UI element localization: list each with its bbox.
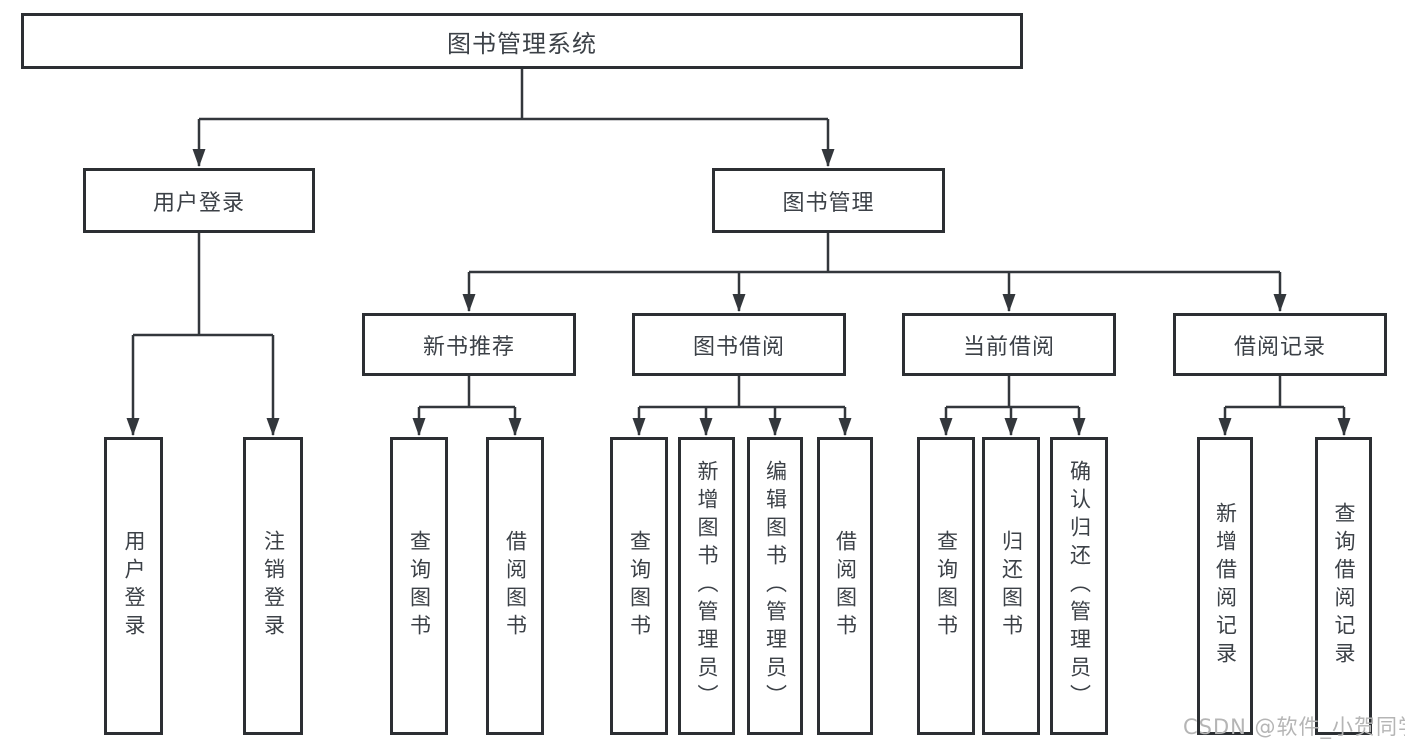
leaf-return-books: 归还图书 bbox=[982, 437, 1040, 735]
csdn-watermark: CSDN @软件_小贺同学 bbox=[1183, 715, 1405, 739]
leaf-borrow-books-borrowing: 借阅图书 bbox=[817, 437, 873, 735]
leaf-borrow-books-recommend: 借阅图书 bbox=[486, 437, 544, 735]
leaf-add-book-admin: 新增图书（管理员） bbox=[678, 437, 735, 735]
leaf-edit-book-admin: 编辑图书（管理员） bbox=[747, 437, 803, 735]
node-book-management-module: 图书管理 bbox=[712, 168, 945, 233]
leaf-query-books-current: 查询图书 bbox=[917, 437, 975, 735]
leaf-label: 编辑图书（管理员） bbox=[763, 460, 788, 712]
leaf-label: 归还图书 bbox=[999, 530, 1024, 642]
node-book-borrowing: 图书借阅 bbox=[632, 313, 846, 376]
leaf-query-books-borrowing: 查询图书 bbox=[610, 437, 668, 735]
node-user-login-module: 用户登录 bbox=[83, 168, 315, 233]
leaf-label: 查询图书 bbox=[934, 530, 959, 642]
leaf-label: 注销登录 bbox=[261, 530, 286, 642]
leaf-add-borrow-record: 新增借阅记录 bbox=[1197, 437, 1253, 735]
leaf-label: 借阅图书 bbox=[503, 530, 528, 642]
node-borrowing-records: 借阅记录 bbox=[1173, 313, 1387, 376]
leaf-label: 新增借阅记录 bbox=[1213, 502, 1238, 670]
leaf-label: 查询图书 bbox=[407, 530, 432, 642]
node-current-borrowing: 当前借阅 bbox=[902, 313, 1116, 376]
node-library-management-system: 图书管理系统 bbox=[21, 13, 1023, 69]
leaf-confirm-return-admin: 确认归还（管理员） bbox=[1050, 437, 1108, 735]
leaf-label: 借阅图书 bbox=[833, 530, 858, 642]
leaf-query-books-recommend: 查询图书 bbox=[390, 437, 448, 735]
leaf-logout: 注销登录 bbox=[243, 437, 303, 735]
node-new-book-recommendation: 新书推荐 bbox=[362, 313, 576, 376]
leaf-label: 确认归还（管理员） bbox=[1067, 460, 1092, 712]
leaf-label: 查询借阅记录 bbox=[1332, 502, 1357, 670]
leaf-query-borrow-record: 查询借阅记录 bbox=[1315, 437, 1372, 735]
leaf-label: 用户登录 bbox=[122, 530, 147, 642]
leaf-user-login: 用户登录 bbox=[104, 437, 163, 735]
leaf-label: 新增图书（管理员） bbox=[695, 460, 720, 712]
leaf-label: 查询图书 bbox=[627, 530, 652, 642]
